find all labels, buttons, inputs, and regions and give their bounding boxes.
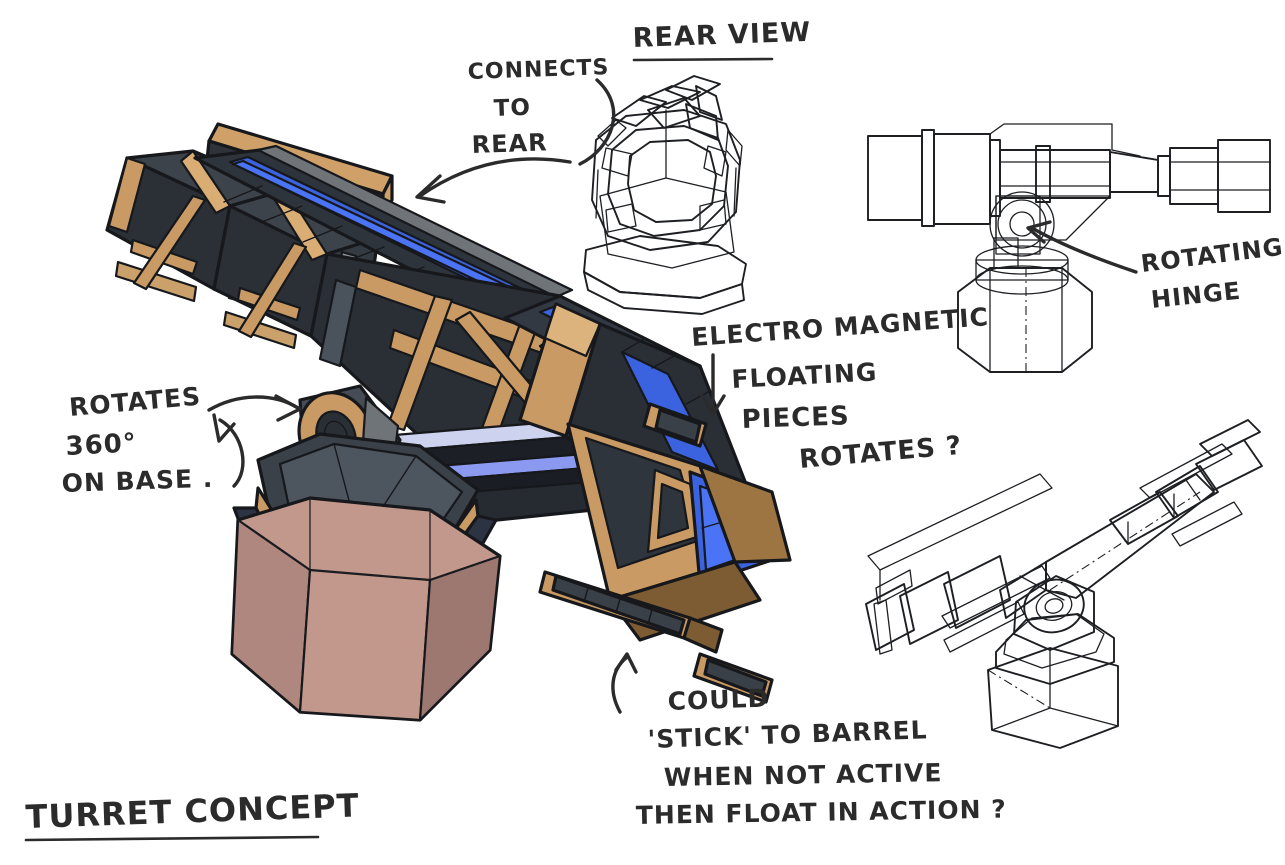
stick-line-4: THEN FLOAT IN ACTION ?: [636, 795, 1007, 830]
em-line-4: ROTATES ?: [798, 431, 963, 475]
floating-fin-lower: [538, 570, 724, 654]
stick-line-3: WHEN NOT ACTIVE: [664, 758, 943, 792]
annotation-electromagnetic: ELECTRO MAGNETIC FLOATING PIECES ROTATES…: [690, 302, 989, 475]
arrow-connects-rear: [578, 78, 616, 166]
floating-fin-lower-3: [692, 652, 774, 704]
rear-connector-pad-1: [601, 147, 633, 177]
perspective-view-illustration: [865, 419, 1263, 749]
rotates-line-2: 360°: [65, 428, 138, 462]
turret-base-hexagon: [230, 496, 502, 722]
connects-line-1: CONNECTS: [467, 55, 609, 85]
rotates-line-3: ON BASE .: [61, 464, 213, 498]
annotation-rotating-hinge: ROTATING HINGE: [1139, 233, 1285, 314]
rotates-line-1: ROTATES: [68, 382, 202, 422]
rear-view-label: REAR VIEW: [632, 17, 811, 54]
em-line-3: PIECES: [741, 401, 850, 435]
rear-view-illustration: [583, 75, 747, 315]
arrow-rotates-base: [218, 418, 245, 488]
page-title: TURRET CONCEPT: [25, 786, 360, 836]
title-underline: [24, 835, 320, 842]
stick-line-1: COULD: [667, 683, 770, 716]
stick-line-2: 'STICK' TO BARREL: [647, 715, 928, 754]
connects-line-3: REAR: [471, 128, 548, 159]
rear-connector-pad-4: [699, 199, 727, 231]
floating-fin-lower-2: [642, 402, 708, 448]
rear-view-underline: [632, 57, 774, 62]
annotation-rotates-base: ROTATES 360° ON BASE .: [61, 382, 213, 498]
annotation-arrows: [24, 57, 1138, 842]
side-ortho-illustration: [867, 123, 1271, 373]
connects-line-2: TO: [493, 95, 531, 122]
annotation-connects-rear: CONNECTS TO REAR: [467, 55, 609, 159]
rear-connector-pad-2: [703, 145, 727, 177]
em-line-2: FLOATING: [731, 357, 878, 394]
em-line-1: ELECTRO MAGNETIC: [690, 302, 989, 352]
hinge-line-1: ROTATING: [1139, 233, 1285, 278]
hinge-line-2: HINGE: [1150, 277, 1243, 314]
annotation-stick-to-barrel: COULD 'STICK' TO BARREL WHEN NOT ACTIVE …: [636, 683, 1007, 830]
main-turret-illustration: [105, 122, 792, 722]
arrow-rotating-hinge: [1030, 226, 1138, 274]
rear-connector-pad-3: [605, 203, 637, 233]
